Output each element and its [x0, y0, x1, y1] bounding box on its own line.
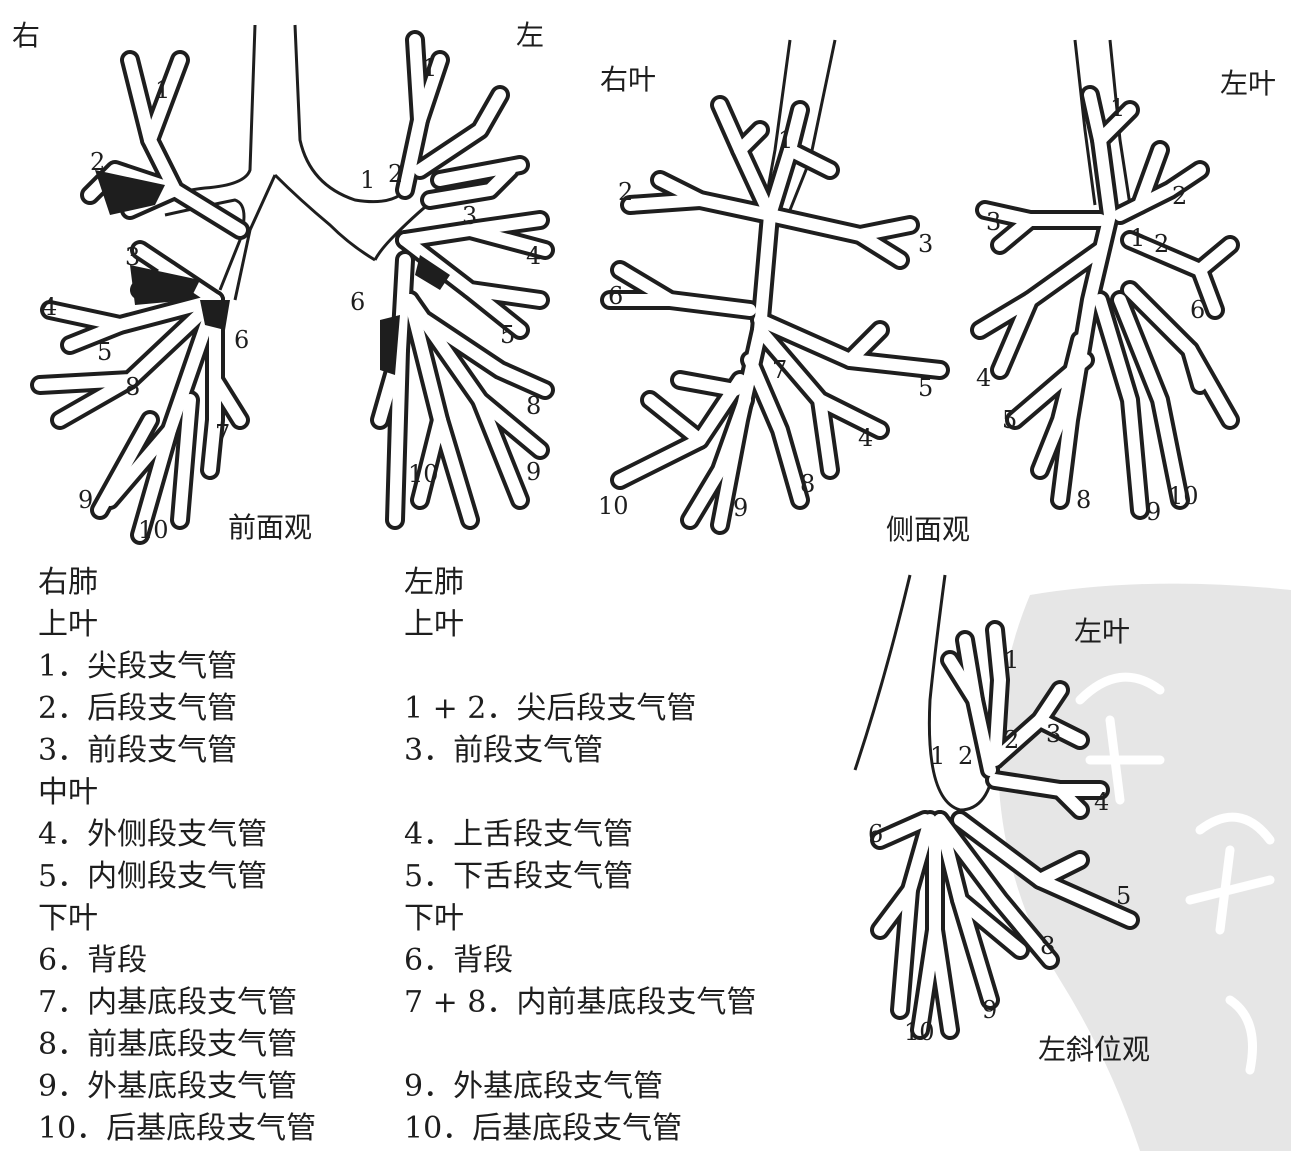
lateral-left-num: 2: [1154, 232, 1169, 256]
oblique-num: 1: [930, 744, 945, 768]
lateral-left-num: 3: [986, 210, 1001, 234]
legend-right-item-1: 1．尖段支气管: [38, 652, 237, 682]
lateral-left-num: 1: [1130, 226, 1145, 250]
anterior-left-side-label: 左: [516, 22, 544, 50]
oblique-num: 6: [868, 822, 883, 846]
lateral-left-num: 10: [1168, 484, 1199, 508]
legend-left-upper-lobe: 上叶: [404, 610, 464, 640]
legend-left-item-10: 10．后基底段支气管: [404, 1114, 682, 1144]
anterior-left-num: 10: [408, 462, 439, 486]
legend-right-item-3: 3．前段支气管: [38, 736, 237, 766]
legend-left-item-4: 4．上舌段支气管: [404, 820, 633, 850]
legend-right-item-4: 4．外侧段支气管: [38, 820, 267, 850]
lateral-right-num: 8: [800, 472, 815, 496]
anterior-right-num: 5: [97, 340, 112, 364]
legend-left-item-1-2: 1 + 2．尖后段支气管: [404, 694, 696, 724]
anterior-right-num: 8: [125, 375, 140, 399]
anterior-left-num: 1: [422, 56, 437, 80]
lateral-right-num: 9: [733, 496, 748, 520]
legend-left-lower-lobe: 下叶: [404, 904, 464, 934]
oblique-view-caption: 左斜位观: [1038, 1036, 1150, 1064]
oblique-num: 5: [1116, 884, 1131, 908]
oblique-num: 1: [1004, 648, 1019, 672]
oblique-num: 4: [1094, 790, 1109, 814]
legend-right-item-9: 9．外基底段支气管: [38, 1072, 297, 1102]
lateral-right-num: 1: [778, 128, 793, 152]
lateral-left-num: 2: [1172, 184, 1187, 208]
lateral-right-num: 10: [598, 494, 629, 518]
lateral-view-right-lobe: [610, 40, 940, 525]
lateral-right-num: 2: [618, 180, 633, 204]
lateral-right-num: 4: [858, 426, 873, 450]
legend-right-lower-lobe: 下叶: [38, 904, 98, 934]
anterior-right-num: 6: [234, 328, 249, 352]
legend-right-item-7: 7．内基底段支气管: [38, 988, 297, 1018]
lateral-right-lobe-label: 右叶: [600, 66, 656, 94]
lateral-view-caption: 侧面观: [886, 516, 970, 544]
oblique-num: 8: [1040, 934, 1055, 958]
anterior-right-num: 1: [155, 78, 170, 102]
legend-left-item-5: 5．下舌段支气管: [404, 862, 633, 892]
oblique-lobe-label: 左叶: [1074, 618, 1130, 646]
oblique-num: 2: [958, 744, 973, 768]
legend-right-title: 右肺: [38, 568, 98, 598]
legend-right-item-10: 10．后基底段支气管: [38, 1114, 316, 1144]
anterior-left-num: 9: [526, 460, 541, 484]
anterior-right-num: 3: [125, 245, 140, 269]
anterior-view-left-lung-branches: [380, 40, 545, 520]
legend-left-title: 左肺: [404, 568, 464, 598]
anterior-right-num: 10: [138, 518, 169, 542]
legend-right-item-2: 2．后段支气管: [38, 694, 237, 724]
oblique-num: 9: [982, 998, 997, 1022]
lateral-left-num: 1: [1110, 96, 1125, 120]
anterior-right-num: 9: [78, 488, 93, 512]
lateral-left-num: 6: [1190, 298, 1205, 322]
anterior-left-num: 8: [526, 394, 541, 418]
legend-right-item-5: 5．内侧段支气管: [38, 862, 267, 892]
anterior-left-num: 3: [462, 204, 477, 228]
legend-left-item-9: 9．外基底段支气管: [404, 1072, 663, 1102]
anterior-view-caption: 前面观: [228, 514, 312, 542]
legend-left-item-7-8: 7 + 8．内前基底段支气管: [404, 988, 756, 1018]
lateral-right-num: 5: [918, 376, 933, 400]
lateral-left-lobe-label: 左叶: [1220, 70, 1276, 98]
anterior-left-num: 4: [526, 244, 541, 268]
anterior-right-num: 2: [90, 150, 105, 174]
legend-right-item-8: 8．前基底段支气管: [38, 1030, 297, 1060]
anterior-left-num: 6: [350, 290, 365, 314]
legend-right-middle-lobe: 中叶: [38, 778, 98, 808]
anterior-view-right-lung-branches: [40, 60, 240, 535]
legend-right-upper-lobe: 上叶: [38, 610, 98, 640]
lateral-left-num: 8: [1076, 488, 1091, 512]
oblique-num: 2: [1004, 728, 1019, 752]
anterior-left-num: 1: [360, 168, 375, 192]
legend-left-item-6: 6．背段: [404, 946, 513, 976]
lateral-right-num: 3: [918, 232, 933, 256]
lateral-view-left-lobe: [980, 40, 1230, 510]
legend-left-item-3: 3．前段支气管: [404, 736, 603, 766]
anterior-left-num: 2: [388, 162, 403, 186]
anterior-right-side-label: 右: [12, 22, 40, 50]
anterior-right-num: 4: [42, 295, 57, 319]
lateral-left-num: 5: [1002, 408, 1017, 432]
oblique-num: 10: [904, 1020, 935, 1044]
legend-right-item-6: 6．背段: [38, 946, 147, 976]
lateral-left-num: 9: [1146, 500, 1161, 524]
anterior-right-num: 7: [215, 422, 230, 446]
oblique-num: 3: [1046, 722, 1061, 746]
anterior-left-num: 5: [500, 323, 515, 347]
lateral-right-num: 6: [608, 284, 623, 308]
lateral-right-num: 7: [772, 358, 787, 382]
lateral-left-num: 4: [976, 366, 991, 390]
